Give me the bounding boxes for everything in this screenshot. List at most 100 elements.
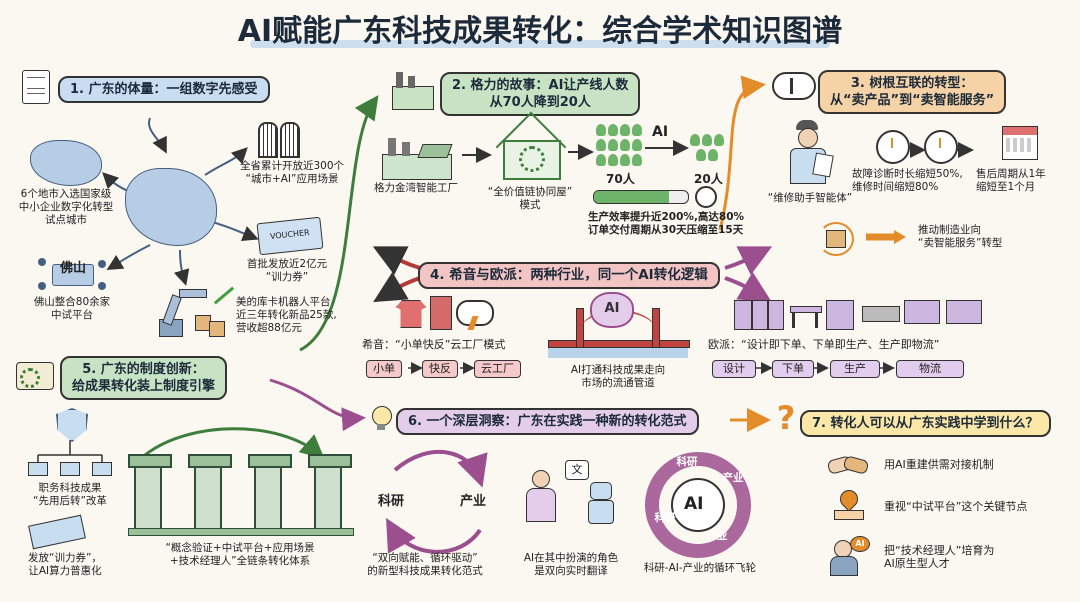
- conveyor-icon: [862, 306, 900, 322]
- oppein-step-1: 设计: [712, 360, 756, 378]
- cycle-research-label: 科研: [378, 494, 405, 509]
- shein-step-1: 小单: [366, 360, 402, 378]
- pillar-system-icon: [128, 440, 354, 536]
- question-mark-icon: ?: [776, 399, 796, 437]
- section6-banner: 6. 一个深层洞察：广东在实践一种新的转化范式: [396, 408, 699, 435]
- workers-70-icon: [596, 124, 642, 168]
- midea-label: 美的库卡机器人平台 近三年转化新品25款, 营收超88亿元: [236, 296, 337, 334]
- truck-icon-2: [946, 300, 982, 324]
- cycle-industry-label: 产业: [460, 494, 487, 509]
- robot-icon: [586, 482, 614, 524]
- oppein-label: 欧派：“设计即下单、下单即生产、生产即物流”: [708, 338, 940, 351]
- cloud-upload-icon: [770, 66, 816, 100]
- clock-icon-1: [876, 130, 910, 164]
- pilot-cities-label: 6个地市入选国家级 中小企业数字化转型 试点城市: [18, 188, 114, 226]
- section3-banner: 3. 树根互联的转型： 从“卖产品”到“卖智能服务”: [818, 70, 1007, 114]
- oppein-step-4: 物流: [896, 360, 964, 378]
- shein-step-2: 快反: [422, 360, 458, 378]
- value-chain-label: “全价值链协同屋” 模式: [487, 186, 573, 211]
- aftersale-label: 售后周期从1年 缩短至1个月: [976, 168, 1046, 193]
- two-way-label: “双向赋能、循环驱动” 的新型科技成果转化范式: [367, 552, 483, 577]
- count-before: 70人: [606, 172, 635, 186]
- section4-banner: 4. 希音与欧派：两种行业，同一个AI转化逻辑: [418, 262, 720, 289]
- flywheel-right-label: 产业: [722, 472, 744, 484]
- flywheel-top-label: 科研: [676, 456, 698, 468]
- cabinet-icon: [734, 300, 784, 330]
- repair-technician-icon: [784, 120, 834, 190]
- robot-arm-icon: [155, 285, 225, 337]
- ai-brain-icon: AI: [590, 292, 634, 328]
- reform-label: 职务科技成果 “先用后转”改革: [33, 482, 107, 507]
- flywheel-left-label: 科研: [654, 512, 676, 524]
- section2-banner: 2. 格力的故事：AI让产线人数 从70人降到20人: [440, 72, 641, 116]
- foshan-tag: 佛山: [59, 261, 86, 276]
- lesson-2: 重视“中试平台”这个关键节点: [884, 500, 1028, 513]
- clock-icon-2: [924, 130, 958, 164]
- foshan-label: 佛山整合80余家 中试平台: [33, 296, 111, 321]
- shein-label: 希音：“小单快反”云工厂模式: [362, 338, 506, 351]
- factory-icon: [392, 72, 434, 110]
- cloud-lightning-icon: [456, 300, 494, 330]
- gree-factory-icon: [382, 138, 453, 180]
- factory-label: 格力金湾智能工厂: [374, 182, 458, 194]
- diagnosis-label: 故障诊断时长缩短50%, 维修时间缩短80%: [852, 168, 963, 193]
- efficiency-label: 生产效率提升近200%,高达80% 订单交付周期从30天压缩至15天: [588, 211, 745, 236]
- voucher-label: 首批发放近2亿元 “训力券”: [246, 258, 328, 283]
- clock-icon: [695, 186, 717, 208]
- voucher-tag: VOUCHER: [269, 227, 311, 242]
- guangdong-province-map-icon: [125, 168, 217, 246]
- document-icon: [22, 70, 50, 104]
- translator-label: AI在其中扮演的角色 是双向实时翻译: [523, 552, 619, 577]
- location-pin-icon: [834, 486, 864, 520]
- lesson-3: 把“技术经理人”培育为 AI原生型人才: [884, 544, 995, 570]
- lesson-1: 用AI重建供需对接机制: [884, 458, 994, 471]
- count-after: 20人: [694, 172, 723, 186]
- voucher-reform-label: 发放“训力券”， 让AI算力普惠化: [28, 552, 102, 577]
- chain-label: “概念验证+中试平台+应用场景 +技术经理人”全链条转化体系: [165, 542, 315, 567]
- lightbulb-icon: [370, 406, 392, 432]
- wardrobe-icon: [826, 300, 854, 330]
- flywheel-ai-label: AI: [684, 494, 704, 514]
- bridge-ai-tag: AI: [604, 301, 620, 316]
- clothing-icon: [392, 296, 428, 328]
- bridge-label: AI打通科技成果走向 市场的流通管道: [570, 364, 666, 389]
- shein-step-3: 云工厂: [474, 360, 521, 378]
- doc-box-icon-3: [92, 462, 112, 476]
- efficiency-progress-bar: [593, 190, 689, 204]
- oppein-step-3: 生产: [830, 360, 880, 378]
- pants-icon: [430, 296, 452, 330]
- foshan-network-icon: [38, 258, 110, 290]
- voucher-icon: VOUCHER: [256, 216, 324, 256]
- doc-box-icon-1: [28, 462, 48, 476]
- workers-20-icon: [690, 134, 724, 164]
- truck-icon-1: [904, 300, 940, 324]
- calendar-icon: [1002, 126, 1038, 160]
- researcher-icon: [524, 470, 556, 522]
- title-underline: [250, 40, 830, 48]
- cycle-box-icon: [818, 222, 854, 256]
- translator-tag: 文: [571, 463, 583, 476]
- guangdong-map-icon: [30, 140, 102, 186]
- desk-icon: [790, 306, 822, 328]
- ai-tag: AI: [652, 124, 669, 140]
- growth-arrow-icon: [212, 280, 235, 305]
- section5-banner: 5. 广东的制度创新： 给成果转化装上制度引擎: [60, 356, 228, 400]
- translate-bubble-icon: 文: [565, 460, 589, 480]
- page-title: AI赋能广东科技成果转化：综合学术知识图谱: [237, 14, 843, 49]
- right-arrow-icon: [866, 230, 906, 244]
- manager-icon: AI: [830, 536, 870, 576]
- doc-box-icon-2: [60, 462, 80, 476]
- scroll-gear-icon: [16, 356, 56, 392]
- flywheel-bottom-label: 产业: [706, 530, 728, 542]
- value-chain-house-icon: [495, 111, 567, 183]
- section7-banner: 7. 转化人可以从广东实践中学到什么？: [800, 410, 1051, 437]
- ai-scenes-label: 全省累计开放近300个 “城市+AI”应用场景: [239, 160, 345, 185]
- handshake-icon: [826, 452, 870, 476]
- flywheel-label: 科研-AI-产业的循环飞轮: [643, 562, 757, 574]
- section1-banner: 1. 广东的体量：一组数字先感受: [58, 76, 270, 103]
- gate-icon: [258, 118, 300, 158]
- assistant-label: “维修助手智能体”: [767, 192, 853, 204]
- push-label: 推动制造业向 “卖智能服务”转型: [918, 224, 1003, 249]
- oppein-step-2: 下单: [772, 360, 814, 378]
